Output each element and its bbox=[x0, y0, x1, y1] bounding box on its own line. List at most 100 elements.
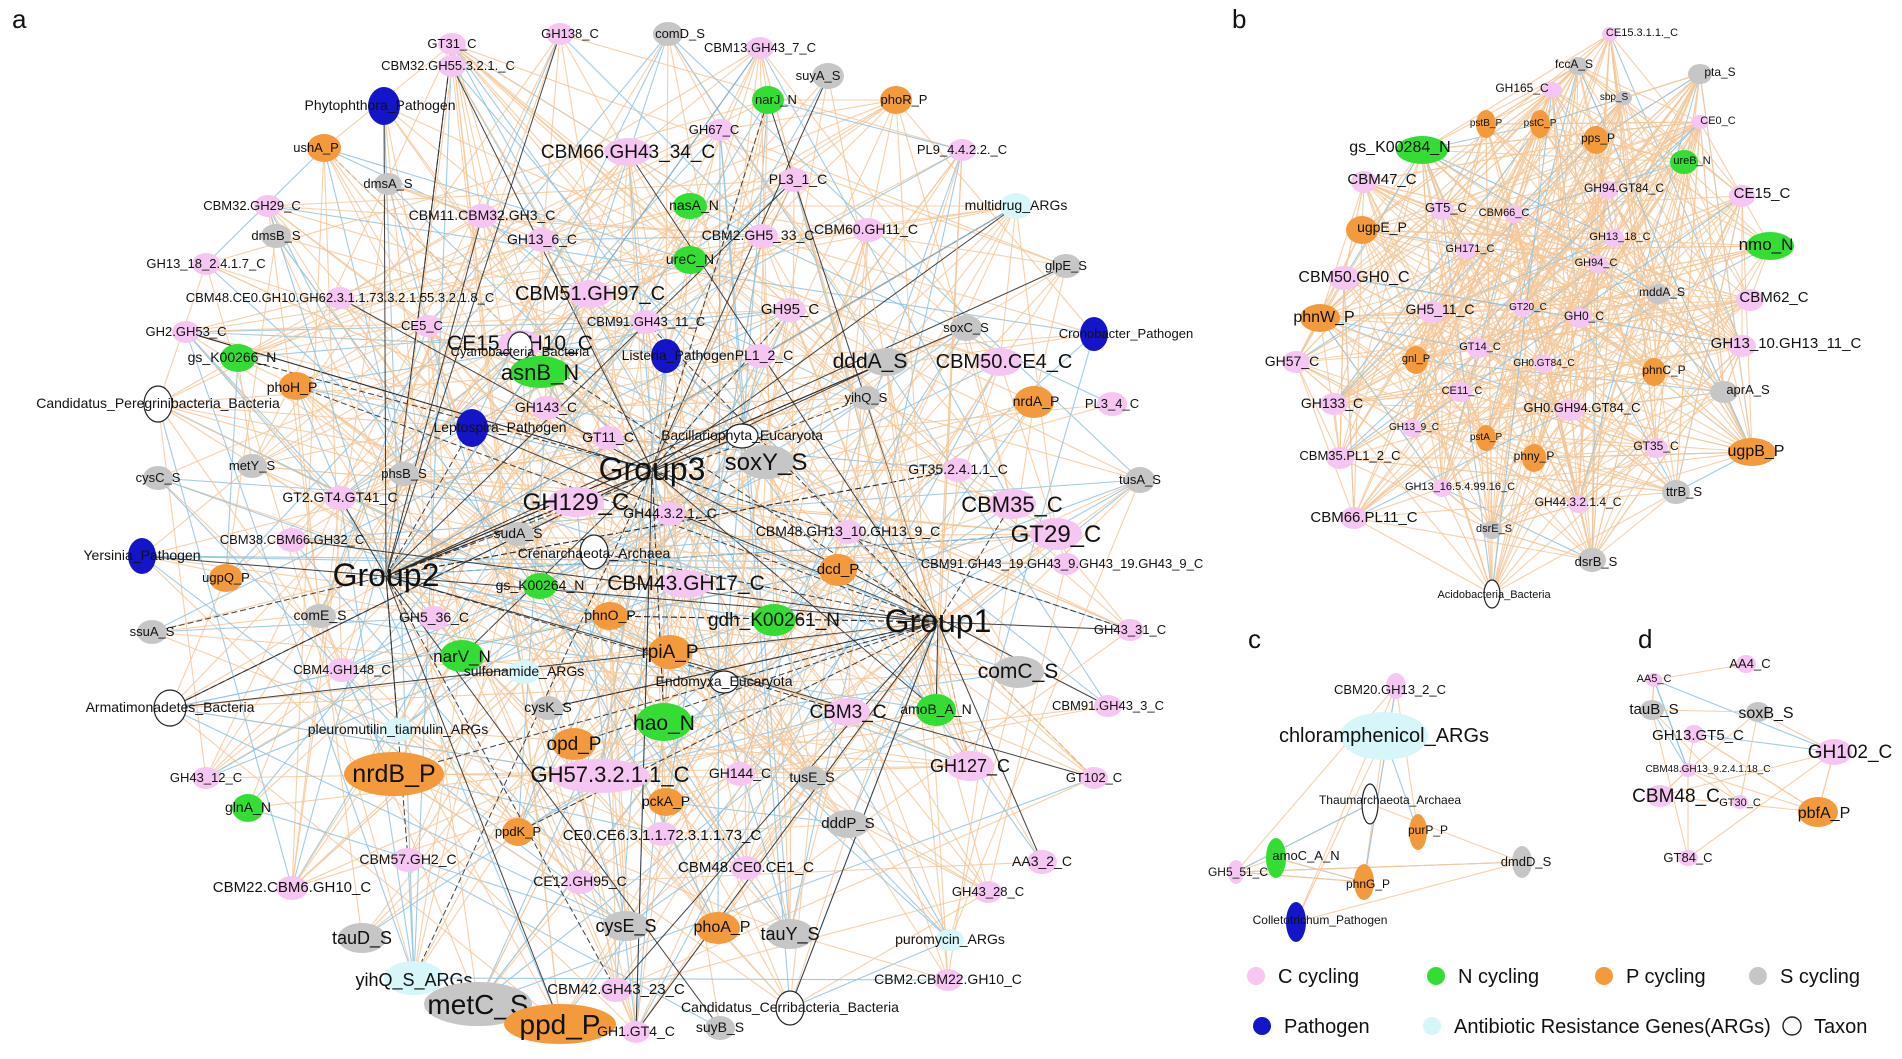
node-label: CBM48.GH13_9.2.4.1.18_C bbox=[1645, 764, 1770, 775]
node-label: Cronobacter_Pathogen bbox=[1059, 326, 1193, 341]
network-edge bbox=[141, 555, 435, 619]
network-edge bbox=[1295, 347, 1479, 363]
node-endomyxa-eucaryota: Endomyxa_Eucaryota bbox=[656, 670, 793, 694]
node-marker bbox=[507, 331, 533, 361]
hub-edge bbox=[323, 147, 653, 471]
hub-edge bbox=[627, 151, 939, 623]
node-marker bbox=[1680, 763, 1696, 777]
network-edge bbox=[225, 357, 239, 579]
network-edge bbox=[1623, 73, 1701, 99]
node-label: GH13.GT5_C bbox=[1652, 727, 1744, 744]
network-edge bbox=[1513, 213, 1743, 347]
network-edge bbox=[1363, 181, 1743, 347]
hub-edge bbox=[651, 469, 791, 935]
node-marker bbox=[438, 33, 466, 55]
node-gh102-c: GH102_C bbox=[1808, 739, 1892, 765]
node-label: CBM48.GH13_10.GH13_9_C bbox=[756, 523, 940, 539]
node-marker bbox=[1512, 299, 1532, 317]
network-edge bbox=[1421, 121, 1701, 151]
network-edge bbox=[157, 333, 1095, 405]
node-label: ugpB_P bbox=[1728, 443, 1785, 460]
node-label: GH144_C bbox=[709, 765, 771, 781]
node-marker bbox=[943, 458, 973, 482]
node-label: tauY_S bbox=[760, 924, 819, 945]
node-cbm48-ce0-ce1-c: CBM48.CE0.CE1_C bbox=[678, 856, 814, 880]
node-marker bbox=[414, 315, 442, 337]
node-label: nrdA_P bbox=[1013, 393, 1060, 409]
node-cbm47-c: CBM47_C bbox=[1347, 171, 1417, 193]
node-marker bbox=[1448, 382, 1472, 402]
node-label: GH1.GT4_C bbox=[597, 1023, 675, 1039]
node-label: CBM66.PL11_C bbox=[1310, 509, 1417, 526]
node-marker bbox=[709, 670, 739, 694]
node-gh171-c: GH171_C bbox=[1446, 241, 1495, 259]
node-candidatus-cerribacteria-bacteria: Candidatus_Cerribacteria_Bacteria bbox=[681, 990, 899, 1026]
network-edge bbox=[291, 183, 389, 889]
panel-label-d: d bbox=[1638, 624, 1652, 654]
node-label: GH13_16.5.4.99.16_C bbox=[1405, 481, 1515, 493]
network-edge bbox=[1339, 391, 1461, 459]
node-label: dcd_P bbox=[817, 561, 860, 578]
node-cbm11-cbm32-gh3-c: CBM11.CBM32.GH3_C bbox=[409, 204, 555, 228]
node-label: ugpQ_P bbox=[202, 570, 250, 585]
hub-edge bbox=[151, 575, 387, 633]
network-edge bbox=[545, 407, 951, 941]
node-label: PL3_4_C bbox=[1085, 396, 1139, 411]
network-edge bbox=[745, 777, 813, 869]
legend-label: Taxon bbox=[1814, 1016, 1867, 1038]
node-gh44-3-2-1-c: GH44.3.2.1._C bbox=[623, 502, 717, 526]
network-edge bbox=[1591, 293, 1659, 561]
node-gh13-10-gh13-11-c: GH13_10.GH13_11_C bbox=[1711, 335, 1861, 357]
network-edge bbox=[1609, 33, 1655, 373]
node-gt35-2-4-1-1-c: GT35.2.4.1.1_C bbox=[908, 458, 1008, 482]
network-edge bbox=[1353, 317, 1581, 519]
network-edge bbox=[949, 671, 1019, 941]
node-marker bbox=[752, 86, 784, 114]
network-edge bbox=[1441, 487, 1593, 561]
network-edge bbox=[251, 99, 897, 467]
node-marker bbox=[1000, 193, 1032, 219]
node-label: tusA_S bbox=[1119, 472, 1161, 487]
network-edge bbox=[1539, 123, 1743, 347]
node-marker bbox=[766, 919, 814, 949]
node-cbm48-gh13-9-2-4-1-18-c: CBM48.GH13_9.2.4.1.18_C bbox=[1645, 763, 1771, 777]
network-edge bbox=[1333, 149, 1423, 405]
node-cbm35-pl1-2-c: CBM35.PL1_2_C bbox=[1299, 447, 1401, 469]
network-edge bbox=[1577, 447, 1657, 505]
node-pps-p: pps_P bbox=[1581, 126, 1615, 154]
node-label: CBM35.PL1_2_C bbox=[1299, 448, 1400, 463]
node-label: CBM66.GH43_34_C bbox=[541, 142, 715, 163]
network-edge bbox=[1653, 679, 1689, 771]
network-edge bbox=[1319, 317, 1341, 459]
node-gt11-c: GT11_C bbox=[582, 426, 634, 450]
node-ddda-s: dddA_S bbox=[833, 348, 908, 376]
node-cbm48-gh13-10-gh13-9-c: CBM48.GH13_10.GH13_9_C bbox=[756, 520, 940, 544]
node-marker bbox=[746, 224, 778, 248]
node-label: ushA_P bbox=[293, 140, 339, 155]
node-label: GH143_C bbox=[515, 399, 577, 415]
network-edge bbox=[1431, 121, 1701, 313]
network-edge bbox=[717, 629, 1131, 929]
network-edge bbox=[1235, 803, 1371, 873]
node-gt31-c: GT31_C bbox=[427, 33, 477, 55]
node-marker bbox=[1386, 673, 1406, 699]
node-marker bbox=[1736, 655, 1756, 673]
node-label: CBM60.GH11_C bbox=[814, 221, 918, 237]
node-pl1-2-c: PL1_2_C bbox=[735, 344, 793, 368]
network-edge bbox=[789, 309, 1141, 481]
network-edge bbox=[1319, 317, 1743, 347]
node-marker bbox=[602, 911, 650, 941]
network-edge bbox=[1361, 229, 1615, 239]
node-label: Colletotrichum_Pathogen bbox=[1253, 913, 1388, 927]
node-label: GH5_51_C bbox=[1208, 865, 1268, 879]
network-edge bbox=[1333, 121, 1701, 405]
network-edge bbox=[1687, 751, 1835, 859]
node-marker bbox=[546, 23, 574, 45]
node-apra-s: aprA_S bbox=[1710, 381, 1770, 403]
network-edge bbox=[739, 765, 971, 775]
node-label: GT5_C bbox=[1425, 200, 1467, 215]
node-bacillariophyta-eucaryota: Bacillariophyta_Eucaryota bbox=[661, 423, 823, 449]
network-edge bbox=[157, 293, 591, 479]
node-gh67-c: GH67_C bbox=[689, 119, 739, 141]
